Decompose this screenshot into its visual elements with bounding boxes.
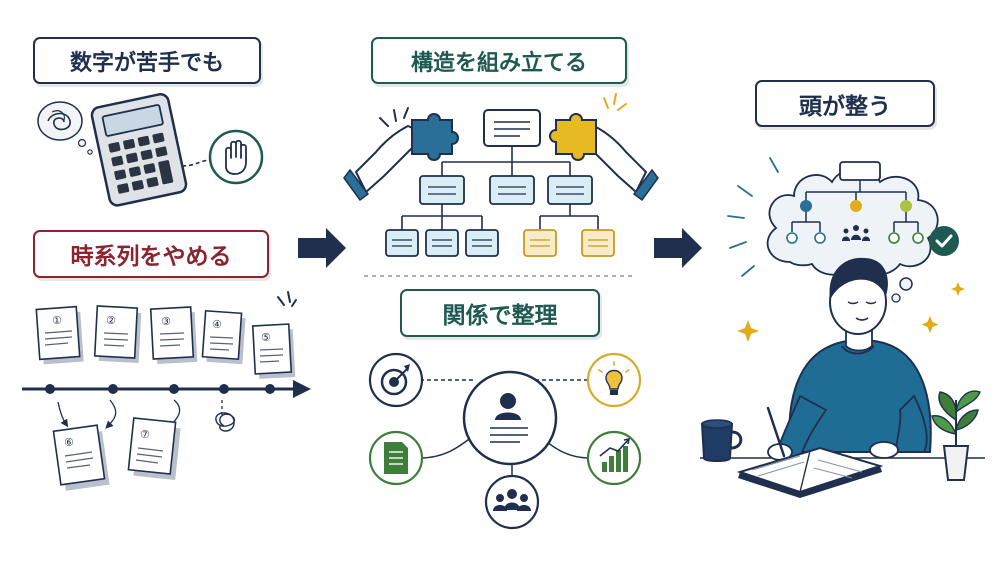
flow-arrow-2 <box>654 228 702 268</box>
notebook <box>736 446 884 498</box>
emphasis-marks-icon <box>277 291 297 307</box>
svg-text:⑦: ⑦ <box>140 428 150 441</box>
timeline-dots <box>45 384 275 394</box>
dashed-connector <box>181 159 213 167</box>
person-writing <box>766 257 932 461</box>
svg-text:⑥: ⑥ <box>64 436 74 449</box>
label-mind-organized: 頭が整う <box>755 80 935 127</box>
scattered-doc-6: ⑥ <box>52 424 110 491</box>
timeline-doc-2: ② <box>93 305 142 364</box>
stop-hand-icon <box>208 129 264 185</box>
mind-tree-diagram <box>786 161 924 244</box>
check-badge-icon <box>929 226 959 256</box>
label-build-structure: 構造を組み立てる <box>371 37 627 84</box>
label-stop-chronological: 時系列をやめる <box>33 230 269 278</box>
timeline-doc-5: ⑤ <box>251 323 296 379</box>
svg-text:①: ① <box>52 314 62 327</box>
clarity-rays <box>727 157 779 277</box>
central-profile-hub <box>462 370 558 466</box>
timeline-doc-4: ④ <box>201 309 246 365</box>
document-icon <box>368 430 424 486</box>
spark-lines-left <box>379 107 409 127</box>
flow-arrow-1 <box>298 228 346 268</box>
svg-text:⑤: ⑤ <box>261 331 271 344</box>
timeline-doc-3: ③ <box>149 306 198 365</box>
potted-plant <box>931 390 981 481</box>
left-hand-puzzle <box>343 113 459 202</box>
structure-tree-root-node <box>483 109 541 147</box>
label-organize-by-relation: 関係で整理 <box>400 289 600 337</box>
coffee-mug <box>700 419 743 462</box>
svg-text:③: ③ <box>161 315 171 328</box>
scattered-doc-7: ⑦ <box>127 417 181 481</box>
confusion-scribble-icon <box>37 101 93 155</box>
sparkle-icons <box>737 282 965 342</box>
team-icon <box>484 474 540 530</box>
lightbulb-icon <box>586 352 642 408</box>
label-numbers-weak: 数字が苦手でも <box>33 37 261 84</box>
right-hand-puzzle <box>549 113 659 202</box>
structure-tree-connectors <box>401 145 599 230</box>
target-icon <box>368 352 424 408</box>
growth-chart-icon <box>586 430 642 486</box>
structure-tree-mid-nodes <box>419 175 593 205</box>
spark-lines-right <box>603 93 627 111</box>
svg-text:②: ② <box>106 314 116 327</box>
calculator-icon <box>90 93 188 207</box>
timeline-doc-1: ① <box>35 305 84 365</box>
svg-text:④: ④ <box>212 318 222 331</box>
structure-tree-leaf-nodes <box>385 229 615 257</box>
